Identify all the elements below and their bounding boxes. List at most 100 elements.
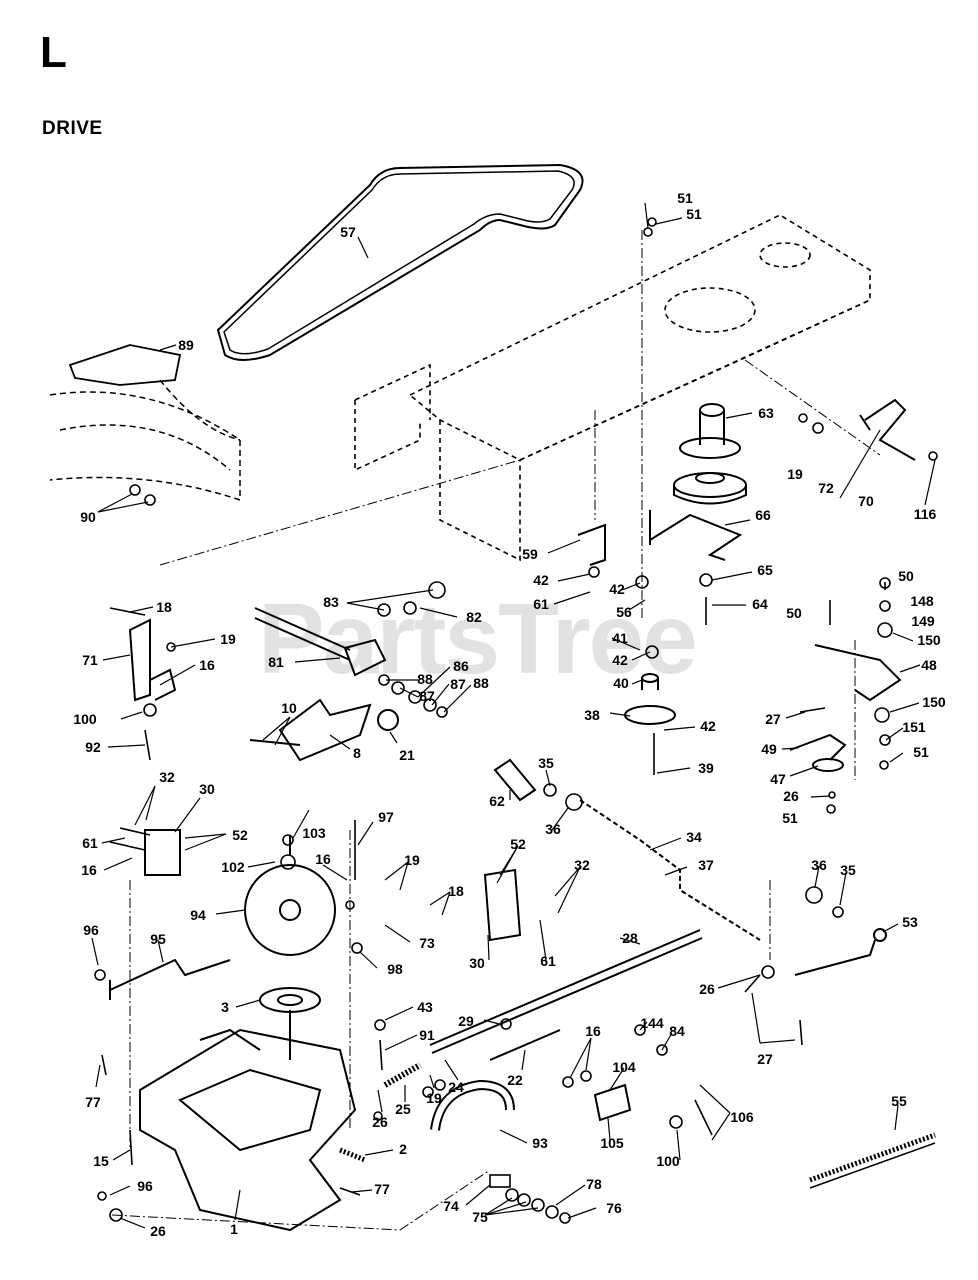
part-callout-94: 94	[190, 907, 206, 923]
part-callout-91: 91	[419, 1027, 435, 1043]
part-callout-149: 149	[911, 613, 935, 629]
part-callout-74: 74	[443, 1198, 459, 1214]
part-callout-30: 30	[469, 955, 485, 971]
part-callout-96: 96	[83, 922, 99, 938]
part-callout-82: 82	[466, 609, 482, 625]
part-callout-36: 36	[545, 821, 561, 837]
part-callout-151: 151	[902, 719, 926, 735]
part-callout-37: 37	[698, 857, 714, 873]
part-callout-90: 90	[80, 509, 96, 525]
part-callout-86: 86	[453, 658, 469, 674]
frame-outline	[408, 214, 871, 461]
part-callout-27: 27	[765, 711, 781, 727]
part-callout-36: 36	[811, 857, 827, 873]
part-callout-83: 83	[323, 594, 339, 610]
part-callout-93: 93	[532, 1135, 548, 1151]
part-callout-19: 19	[220, 631, 236, 647]
part-callout-40: 40	[613, 675, 629, 691]
part-callout-64: 64	[752, 596, 768, 612]
part-callout-1: 1	[230, 1221, 238, 1237]
part-callout-16: 16	[81, 862, 97, 878]
part-callout-59: 59	[522, 546, 538, 562]
part-callout-56: 56	[616, 604, 632, 620]
part-callout-52: 52	[232, 827, 248, 843]
part-callout-25: 25	[395, 1101, 411, 1117]
section-letter: L	[40, 28, 67, 77]
part-callout-77: 77	[85, 1094, 101, 1110]
part-callout-42: 42	[700, 718, 716, 734]
part-callout-88: 88	[417, 671, 433, 687]
seat-bracket	[68, 344, 182, 386]
part-callout-39: 39	[698, 760, 714, 776]
part-callout-42: 42	[609, 581, 625, 597]
part-callout-19: 19	[404, 852, 420, 868]
part-callout-19: 19	[426, 1090, 442, 1106]
part-callout-28: 28	[622, 930, 638, 946]
part-callout-100: 100	[656, 1153, 680, 1169]
part-callout-150: 150	[917, 632, 941, 648]
part-callout-16: 16	[585, 1023, 601, 1039]
part-callout-15: 15	[93, 1153, 109, 1169]
part-callout-62: 62	[489, 793, 505, 809]
part-callout-63: 63	[758, 405, 774, 421]
part-callout-100: 100	[73, 711, 97, 727]
part-callout-61: 61	[533, 596, 549, 612]
part-callout-38: 38	[584, 707, 600, 723]
part-callout-48: 48	[921, 657, 937, 673]
part-callout-50: 50	[898, 568, 914, 584]
part-callout-35: 35	[840, 862, 856, 878]
part-callout-51: 51	[913, 744, 929, 760]
part-callout-16: 16	[315, 851, 331, 867]
part-callout-71: 71	[82, 652, 98, 668]
part-callout-87: 87	[450, 676, 466, 692]
part-callout-18: 18	[448, 883, 464, 899]
part-callout-144: 144	[640, 1015, 664, 1031]
part-callout-41: 41	[612, 630, 628, 646]
part-callout-96: 96	[137, 1178, 153, 1194]
part-callout-18: 18	[156, 599, 172, 615]
part-callout-32: 32	[574, 857, 590, 873]
part-callout-104: 104	[612, 1059, 636, 1075]
part-callout-77: 77	[374, 1181, 390, 1197]
part-callout-103: 103	[302, 825, 326, 841]
spring	[809, 1132, 936, 1189]
section-title: DRIVE	[42, 118, 103, 139]
part-callout-43: 43	[417, 999, 433, 1015]
part-callout-42: 42	[533, 572, 549, 588]
transaxle	[139, 1028, 357, 1232]
part-callout-97: 97	[378, 809, 394, 825]
part-callout-49: 49	[761, 741, 777, 757]
part-callout-34: 34	[686, 829, 702, 845]
cooling-fan	[244, 864, 336, 956]
part-callout-26: 26	[699, 981, 715, 997]
part-callout-76: 76	[606, 1200, 622, 1216]
part-callout-19: 19	[787, 466, 803, 482]
part-callout-32: 32	[159, 769, 175, 785]
part-callout-148: 148	[910, 593, 934, 609]
part-callout-52: 52	[510, 836, 526, 852]
drive-belt	[216, 163, 584, 361]
part-callout-65: 65	[757, 562, 773, 578]
part-callout-27: 27	[757, 1051, 773, 1067]
part-callout-70: 70	[858, 493, 874, 509]
part-callout-150: 150	[922, 694, 946, 710]
part-callout-51: 51	[677, 190, 693, 206]
part-callout-16: 16	[199, 657, 215, 673]
part-callout-61: 61	[82, 835, 98, 851]
watermark: PartsTree	[258, 583, 698, 695]
part-callout-105: 105	[600, 1135, 624, 1151]
part-callout-50: 50	[786, 605, 802, 621]
part-callout-66: 66	[755, 507, 771, 523]
part-callout-73: 73	[419, 935, 435, 951]
part-callout-8: 8	[353, 745, 361, 761]
part-callout-21: 21	[399, 747, 415, 763]
part-callout-55: 55	[891, 1093, 907, 1109]
part-callout-3: 3	[221, 999, 229, 1015]
part-callout-42: 42	[612, 652, 628, 668]
part-callout-35: 35	[538, 755, 554, 771]
part-callout-53: 53	[902, 914, 918, 930]
part-callout-72: 72	[818, 480, 834, 496]
part-callout-78: 78	[586, 1176, 602, 1192]
